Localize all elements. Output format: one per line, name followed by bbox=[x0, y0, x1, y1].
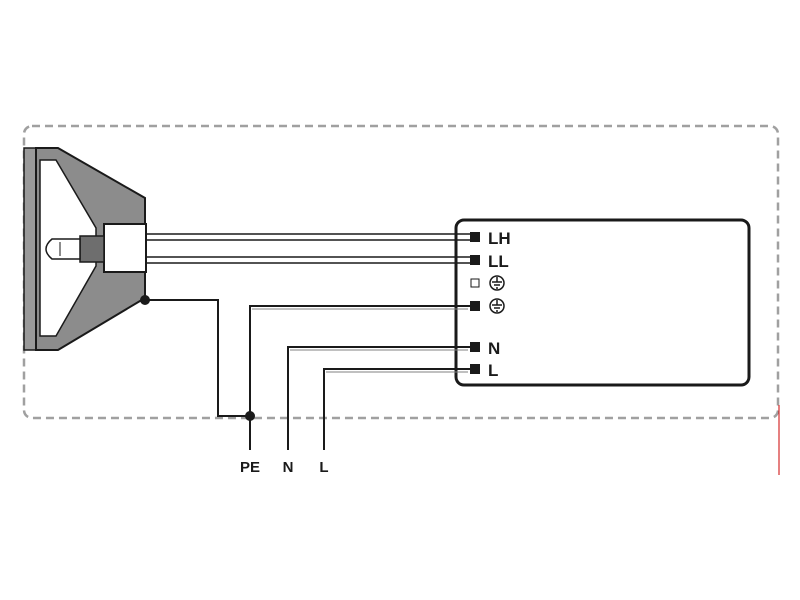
ballast-box bbox=[454, 218, 751, 387]
terminal-n bbox=[470, 342, 480, 352]
earth-wire-ballast bbox=[249, 305, 470, 450]
terminal-ll bbox=[470, 255, 480, 265]
external-label-l: L bbox=[319, 459, 328, 476]
terminal-label-n: N bbox=[488, 339, 500, 358]
earth-symbol-icon bbox=[489, 298, 505, 314]
external-label-pe: PE bbox=[240, 459, 260, 476]
external-label-n: N bbox=[283, 459, 294, 476]
neutral-wire bbox=[287, 346, 470, 450]
junction-dot-reflector bbox=[140, 295, 150, 305]
terminal-label-l: L bbox=[488, 361, 498, 380]
terminal-earth bbox=[470, 301, 480, 311]
terminal-label-lh: LH bbox=[488, 229, 511, 248]
reflector-back-plate bbox=[23, 147, 37, 351]
terminal-label-ll: LL bbox=[488, 252, 509, 271]
terminal-l bbox=[470, 364, 480, 374]
lamp-base bbox=[79, 235, 105, 263]
lamp-bulb bbox=[45, 238, 81, 260]
junction-dot-pe bbox=[245, 411, 255, 421]
earth-wire-reflector bbox=[145, 299, 250, 417]
lamp-reflector bbox=[23, 147, 147, 351]
live-wire bbox=[323, 368, 470, 450]
ballast-terminals bbox=[470, 232, 480, 374]
earth-symbol-boxed-icon bbox=[489, 275, 505, 291]
terminal-lh bbox=[470, 232, 480, 242]
lamp-wires bbox=[146, 233, 470, 264]
lamp-socket bbox=[103, 223, 147, 273]
terminal-empty bbox=[470, 278, 480, 288]
